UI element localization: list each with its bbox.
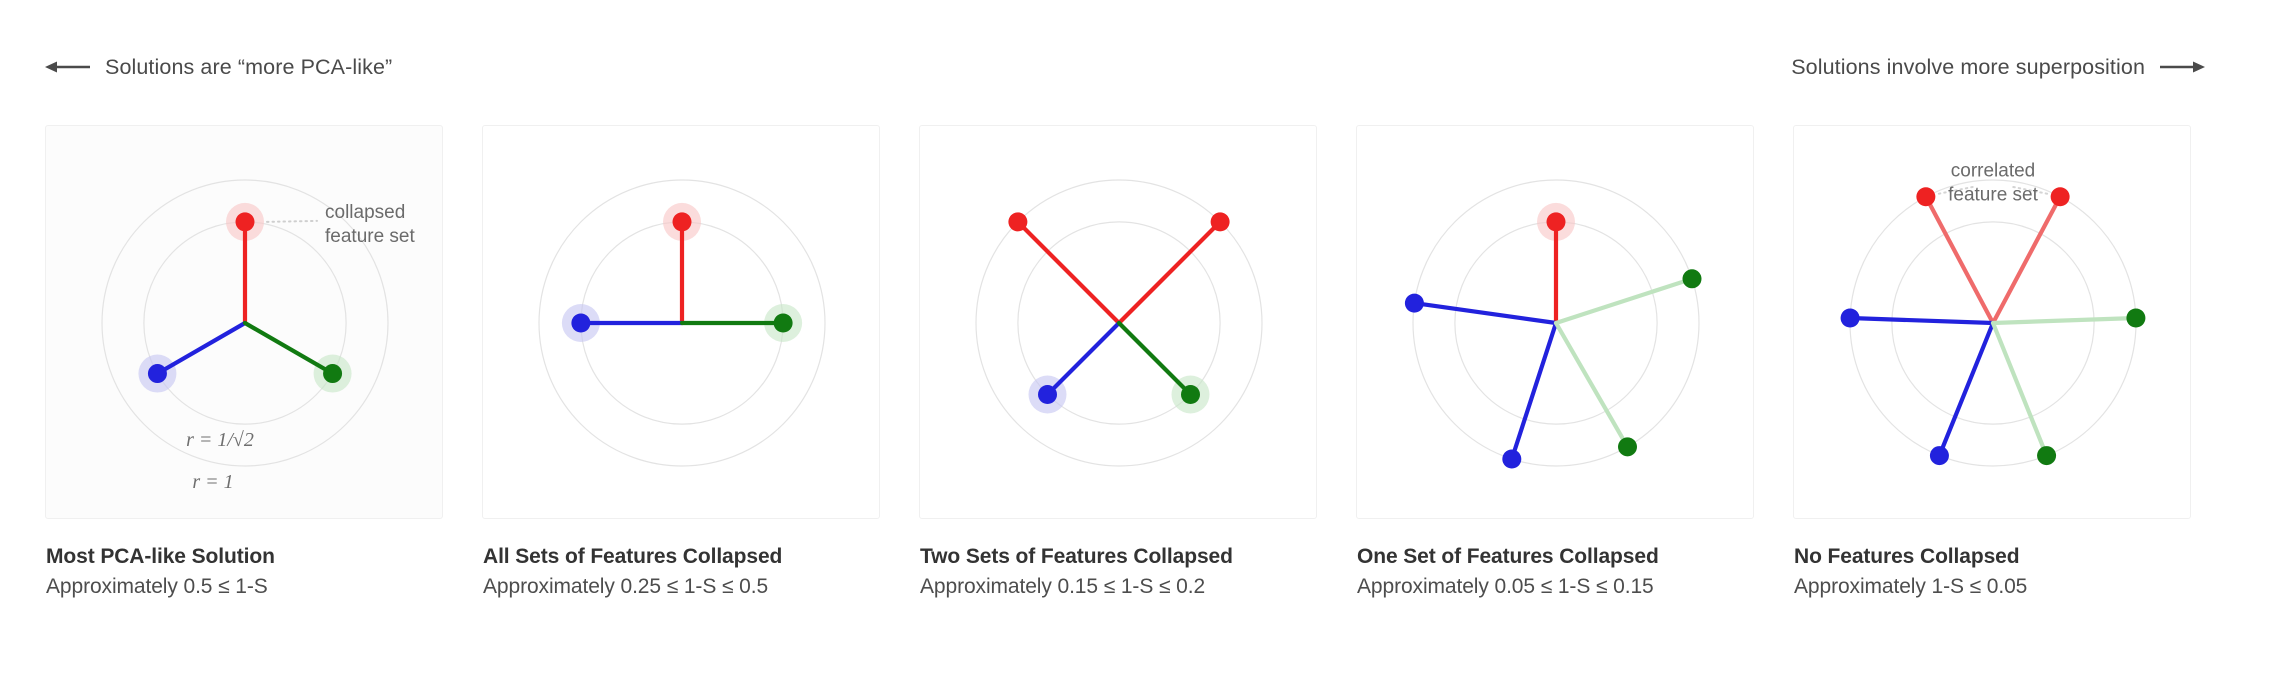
annotation-connector-right xyxy=(2011,185,2049,195)
feature-point-red-0 xyxy=(1916,187,1936,207)
feature-vector-green-3 xyxy=(1116,320,1193,397)
header-left-label: Solutions are “more PCA-like” xyxy=(105,54,393,79)
arrow-right-icon xyxy=(2159,59,2205,75)
panel-subtitle-4: Approximately 1-S ≤ 0.05 xyxy=(1794,575,2028,598)
panel-title-0: Most PCA-like Solution xyxy=(46,545,275,568)
feature-point-red-1 xyxy=(2050,187,2070,207)
panel-plot-area-2 xyxy=(919,125,1317,519)
feature-point-blue-1 xyxy=(571,313,591,333)
header-left: Solutions are “more PCA-like” xyxy=(45,55,392,80)
panel-subtitle-2: Approximately 0.15 ≤ 1-S ≤ 0.2 xyxy=(920,575,1206,598)
radius-ring-0 xyxy=(1017,221,1221,425)
panel-title-3: One Set of Features Collapsed xyxy=(1357,545,1659,568)
annotation-connector-left xyxy=(1937,185,1975,195)
feature-point-green-3 xyxy=(1180,384,1200,404)
radius-ring-1 xyxy=(538,179,826,467)
feature-point-blue-1 xyxy=(147,364,167,384)
feature-point-blue-1 xyxy=(1404,293,1424,313)
feature-point-red-0 xyxy=(235,212,255,232)
panel-subtitle-0: Approximately 0.5 ≤ 1-S xyxy=(46,575,268,598)
feature-vector-red-0 xyxy=(1923,194,1996,326)
panel-plot-area-3 xyxy=(1356,125,1754,519)
feature-point-blue-2 xyxy=(1038,384,1058,404)
feature-vector-green-3 xyxy=(1553,276,1695,326)
panel-caption-4: No Features Collapsed Approximately 1-S … xyxy=(1793,545,2191,599)
feature-point-blue-2 xyxy=(1502,449,1522,469)
panel-subtitle-1: Approximately 0.25 ≤ 1-S ≤ 0.5 xyxy=(483,575,769,598)
feature-vector-blue-3 xyxy=(1937,320,1996,458)
feature-vector-blue-1 xyxy=(155,320,248,376)
feature-point-green-5 xyxy=(2037,446,2057,466)
feature-point-green-3 xyxy=(1682,269,1702,289)
radius-ring-1 xyxy=(101,179,389,467)
polar-plot-3 xyxy=(1404,179,1702,469)
panel-caption-3: One Set of Features Collapsed Approximat… xyxy=(1356,545,1754,599)
radius-ring-1 xyxy=(975,179,1263,467)
panel-caption-2: Two Sets of Features Collapsed Approxima… xyxy=(919,545,1317,599)
feature-point-blue-3 xyxy=(1929,446,1949,466)
feature-point-green-2 xyxy=(323,364,343,384)
panel-two-sets-collapsed: Two Sets of Features Collapsed Approxima… xyxy=(919,125,1317,599)
radius-ring-1 xyxy=(1412,179,1700,467)
feature-vector-blue-1 xyxy=(1412,300,1559,326)
feature-point-red-1 xyxy=(1210,212,1230,232)
feature-point-green-4 xyxy=(2126,308,2146,328)
feature-vector-blue-2 xyxy=(1045,320,1122,397)
panel-title-4: No Features Collapsed xyxy=(1794,545,2020,568)
panel-subtitle-3: Approximately 0.05 ≤ 1-S ≤ 0.15 xyxy=(1357,575,1654,598)
annotation-connector xyxy=(266,219,318,223)
feature-point-green-4 xyxy=(1618,437,1637,457)
figure-header: Solutions are “more PCA-like” Solutions … xyxy=(45,52,2205,82)
panel-title-1: All Sets of Features Collapsed xyxy=(483,545,783,568)
radius-ring-0 xyxy=(1891,221,2095,425)
polar-plot-2 xyxy=(975,179,1263,467)
feature-vector-green-4 xyxy=(1990,315,2139,326)
feature-vector-green-2 xyxy=(242,320,335,376)
feature-vector-red-1 xyxy=(1990,194,2063,326)
feature-point-red-0 xyxy=(672,212,692,232)
arrow-left-icon xyxy=(45,59,91,75)
header-right: Solutions involve more superposition xyxy=(1791,55,2205,80)
panel-one-set-collapsed: One Set of Features Collapsed Approximat… xyxy=(1356,125,1754,599)
panel-all-sets-collapsed: All Sets of Features Collapsed Approxima… xyxy=(482,125,880,599)
panel-title-2: Two Sets of Features Collapsed xyxy=(920,545,1233,568)
panel-plot-area-1 xyxy=(482,125,880,519)
feature-point-red-0 xyxy=(1008,212,1028,232)
panel-caption-0: Most PCA-like Solution Approximately 0.5… xyxy=(45,545,443,599)
header-right-label: Solutions involve more superposition xyxy=(1791,54,2145,79)
panel-caption-1: All Sets of Features Collapsed Approxima… xyxy=(482,545,880,599)
feature-vector-green-5 xyxy=(1990,320,2049,458)
feature-vector-blue-2 xyxy=(1509,320,1559,462)
feature-vector-green-4 xyxy=(1553,320,1630,449)
feature-point-blue-2 xyxy=(1840,308,1860,328)
feature-vector-red-1 xyxy=(1116,219,1223,326)
feature-point-green-2 xyxy=(773,313,793,333)
ring-label-inner: r = 1/√2 xyxy=(186,429,254,451)
feature-vector-blue-2 xyxy=(1847,315,1996,326)
polar-plot-1 xyxy=(538,179,826,467)
ring-label-outer: r = 1 xyxy=(192,471,233,493)
feature-point-red-0 xyxy=(1546,212,1566,232)
feature-vector-red-0 xyxy=(1015,219,1122,326)
